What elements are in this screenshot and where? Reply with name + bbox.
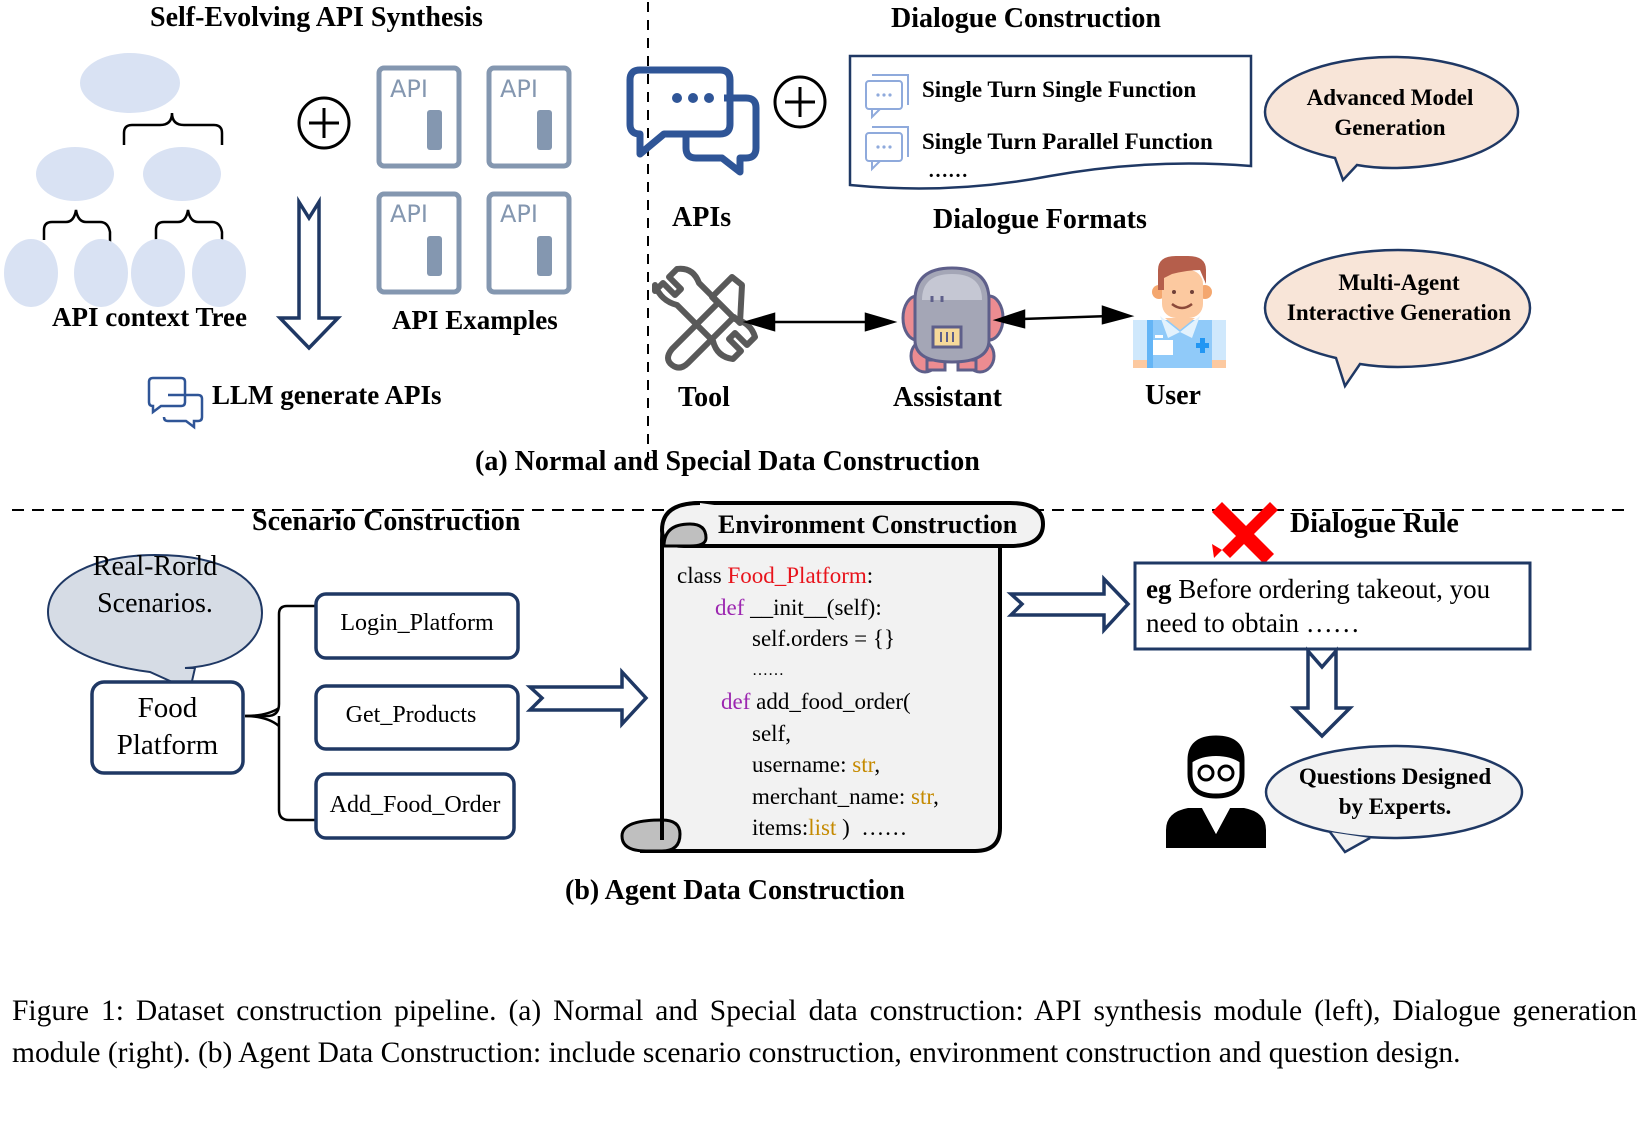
bubble-line: Questions Designed — [1298, 764, 1492, 789]
api-card-text: API — [500, 200, 538, 228]
role-user-label: User — [1145, 380, 1201, 411]
advanced-model-bubble-text: Advanced Model Generation — [1270, 83, 1510, 143]
expert-person-icon — [1166, 735, 1266, 848]
chat-dot — [704, 93, 714, 103]
tool-icon — [652, 265, 758, 371]
tree-leaf-2 — [74, 239, 128, 307]
environment-scroll — [620, 501, 1046, 853]
section-b-caption: (b) Agent Data Construction — [565, 875, 905, 906]
food-platform-text: Food Platform — [92, 690, 243, 764]
bubble-line: Interactive Generation — [1286, 300, 1512, 325]
bubble-line: Scenarios. — [97, 588, 213, 619]
root-line: Platform — [116, 729, 219, 761]
api-context-tree — [4, 53, 246, 307]
api-example-cards — [376, 65, 572, 295]
chat-dot — [688, 93, 698, 103]
expert-question-bubble — [1264, 744, 1524, 840]
chat-dot — [672, 93, 682, 103]
down-arrow-icon — [275, 195, 343, 351]
apis-chat-icon — [626, 66, 760, 176]
double-arrow — [992, 305, 1135, 329]
api-card-text: API — [500, 75, 538, 103]
format-item-ellipsis: …… — [928, 160, 968, 182]
scenario-construction-title: Scenario Construction — [252, 506, 521, 537]
code-line: self, — [752, 720, 791, 746]
rule-line: eg Before ordering takeout, you — [1146, 574, 1491, 604]
scenario-child-login: Login_Platform — [340, 610, 494, 636]
code-line: class Food_Platform: — [677, 563, 874, 588]
formats-document-box — [848, 54, 1253, 190]
code-line: merchant_name: str, — [752, 783, 939, 809]
child-box — [314, 684, 520, 751]
assistant-robot-icon — [901, 266, 1005, 374]
rule-line: need to obtain …… — [1146, 608, 1360, 638]
dialogue-rule-example: eg Before ordering takeout, you need to … — [1146, 572, 1490, 640]
tree-leaf-3 — [131, 239, 185, 307]
tree-node-right — [143, 147, 221, 201]
format-item: Single Turn Single Function — [922, 77, 1197, 102]
role-assistant-label: Assistant — [893, 382, 1002, 413]
double-arrow — [742, 312, 898, 332]
root-line: Food — [137, 692, 198, 724]
tree-node-root — [80, 53, 180, 113]
code-line: def __init__(self): — [715, 594, 882, 620]
code-line: …… — [752, 661, 784, 679]
tree-leaf-4 — [192, 239, 246, 307]
api-card-slot — [427, 110, 442, 150]
bubble-line: Multi-Agent — [1338, 270, 1460, 295]
down-arrow-icon — [1289, 646, 1355, 739]
environment-code: class Food_Platform:def __init__(self):s… — [677, 560, 939, 844]
scenario-child-order: Add_Food_Order — [329, 792, 501, 818]
api-synthesis-title: Self-Evolving API Synthesis — [150, 2, 483, 33]
bubble-line: by Experts. — [1338, 794, 1452, 819]
section-a-caption: (a) Normal and Special Data Construction — [475, 446, 980, 477]
right-arrow-icon — [1006, 574, 1131, 635]
apis-label: APIs — [672, 202, 732, 233]
advanced-model-bubble — [1263, 55, 1520, 183]
api-card-slot — [427, 236, 442, 276]
multi-agent-bubble — [1263, 248, 1532, 389]
child-box — [314, 772, 516, 840]
right-arrow-icon — [525, 667, 649, 729]
tree-label: API context Tree — [52, 302, 247, 332]
plus-icon — [297, 96, 351, 150]
code-line: def add_food_order( — [721, 689, 911, 714]
user-person-icon — [1133, 256, 1226, 368]
tree-node-left — [36, 147, 114, 201]
bubble-line: Generation — [1334, 115, 1446, 140]
scenario-child-products: Get_Products — [345, 702, 477, 728]
bubble-line: Real-Rorld — [92, 551, 218, 582]
role-tool-label: Tool — [678, 382, 730, 413]
llm-chat-icon — [147, 376, 204, 430]
child-box — [314, 592, 520, 660]
dialogue-rule-title: Dialogue Rule — [1290, 508, 1459, 539]
code-line: username: str, — [752, 752, 881, 777]
code-line: self.orders = {} — [752, 626, 895, 651]
api-card-text: API — [390, 75, 428, 103]
multi-agent-bubble-text: Multi-Agent Interactive Generation — [1268, 268, 1530, 328]
dialogue-rule-box — [1133, 561, 1532, 651]
llm-output-label: LLM generate APIs — [212, 380, 442, 410]
dialogue-construction-title: Dialogue Construction — [891, 3, 1161, 34]
food-platform-box — [90, 680, 245, 775]
api-card-text: API — [390, 200, 428, 228]
environment-construction-title: Environment Construction — [718, 510, 1018, 539]
figure-caption: Figure 1: Dataset construction pipeline.… — [12, 995, 1637, 1069]
api-card-slot — [537, 110, 552, 150]
expert-bubble-text: Questions Designed by Experts. — [1270, 762, 1520, 822]
tree-leaf-1 — [4, 239, 58, 307]
code-line: items:list ) …… — [752, 815, 908, 840]
plus-icon — [773, 75, 827, 129]
examples-label: API Examples — [392, 305, 558, 335]
real-world-bubble-text: Real-Rorld Scenarios. — [60, 548, 250, 622]
format-item: Single Turn Parallel Function — [922, 129, 1213, 154]
api-card-slot — [537, 236, 552, 276]
dialogue-formats-title: Dialogue Formats — [933, 204, 1147, 235]
scenario-bracket — [245, 604, 315, 822]
bubble-line: Advanced Model — [1306, 85, 1474, 110]
format-item-icon — [865, 74, 909, 172]
ruler-pencil-icon — [1212, 502, 1278, 564]
